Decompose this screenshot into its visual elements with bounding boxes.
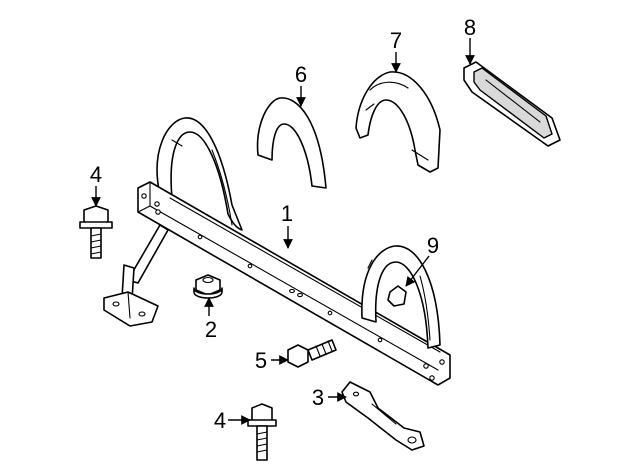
roll-bar-frame	[103, 117, 451, 386]
callout-4-upper: 4	[90, 162, 102, 187]
callout-6: 6	[295, 62, 307, 87]
callout-leaders	[91, 38, 475, 425]
callout-1: 1	[281, 201, 293, 226]
bolt-lower	[247, 403, 277, 461]
callout-9: 9	[427, 233, 439, 258]
callout-4-lower: 4	[214, 408, 226, 433]
bolt-upper	[79, 205, 113, 259]
callout-3: 3	[312, 385, 324, 410]
bolt-center	[287, 339, 337, 368]
clip	[387, 285, 407, 307]
nut	[193, 274, 223, 299]
callout-8: 8	[464, 15, 476, 40]
callout-7: 7	[390, 28, 402, 53]
padded-cover	[355, 71, 441, 173]
callout-numbers: 1 2 3 4 5 6 7 8 9 4	[90, 15, 476, 433]
callout-5: 5	[255, 348, 267, 373]
callout-2: 2	[205, 317, 217, 342]
bezel	[463, 61, 561, 147]
leader-9	[405, 255, 430, 287]
bracket	[341, 381, 425, 451]
trim-cover	[256, 97, 327, 189]
